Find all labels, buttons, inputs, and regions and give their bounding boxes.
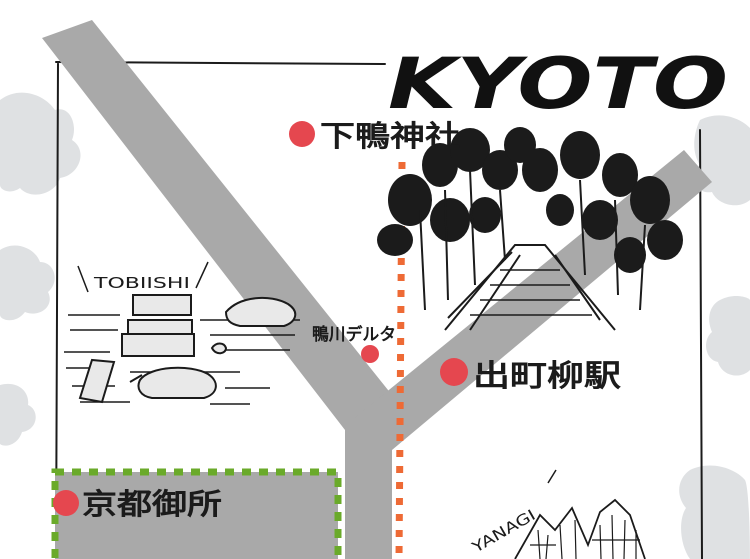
poi-demachiyanagi-station[interactable]: 出町柳駅 — [440, 358, 621, 394]
tobiishi-caption: TOBIISHI — [93, 274, 190, 292]
marker-dot[interactable] — [289, 121, 315, 147]
yanagi-illustration — [514, 498, 646, 559]
poi-shimogamo-shrine[interactable]: 下鴨神社 — [289, 119, 460, 153]
marker-dot[interactable] — [361, 345, 379, 363]
poi-kamo-delta[interactable]: 鴨川デルタ — [312, 324, 396, 363]
tobiishi-caption-group: TOBIISHI — [77, 261, 209, 293]
yanagi-caption-group: YANAGI — [468, 469, 557, 557]
poi-label: 下鴨神社 — [320, 119, 460, 153]
map-title: KYOTO — [388, 43, 728, 125]
poi-kyoto-gosho[interactable]: 京都御所 — [53, 487, 222, 521]
marker-dot[interactable] — [440, 358, 468, 386]
yanagi-caption: YANAGI — [468, 506, 539, 557]
poi-label: 鴨川デルタ — [312, 324, 396, 345]
tadasu-forest-illustration — [377, 127, 683, 331]
marker-dot[interactable] — [53, 490, 79, 516]
poi-label: 出町柳駅 — [473, 359, 621, 394]
gosho-park[interactable] — [51, 468, 342, 559]
poi-label: 京都御所 — [82, 487, 222, 521]
tobiishi-illustration — [64, 294, 300, 405]
